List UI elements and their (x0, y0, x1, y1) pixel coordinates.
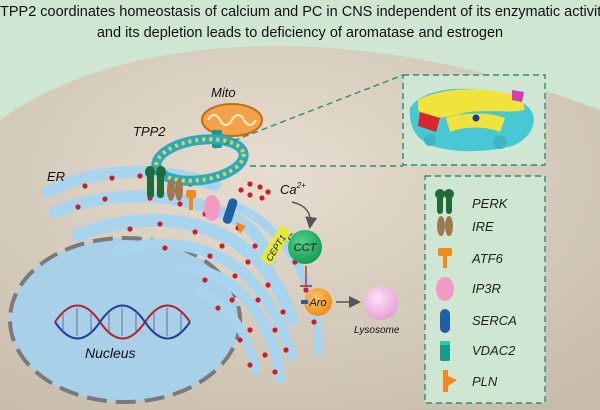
ip3r-protein (204, 195, 220, 221)
legend: PERK IRE ATF6 IP3R SERCA VDA (435, 189, 517, 392)
ire-protein (167, 179, 183, 201)
svg-text:IRE: IRE (472, 219, 494, 234)
atf6-protein (186, 190, 196, 210)
er-label: ER (47, 169, 65, 184)
aro-label: Aro (308, 297, 326, 309)
svg-text:SERCA: SERCA (472, 313, 517, 328)
lysosome (364, 286, 398, 320)
pln-protein (236, 222, 246, 234)
pln-icon (443, 370, 457, 392)
calcium-to-cct-arrow (291, 201, 318, 229)
tpp2-structure-image (409, 88, 534, 152)
calcium-label: Ca2+ (280, 181, 306, 197)
legend-item-pln: PLN (443, 370, 498, 392)
perk-icon (435, 189, 454, 214)
title-line-2: and its depletion leads to deficiency of… (96, 25, 504, 41)
nucleus-label: Nucleus (85, 345, 136, 361)
legend-item-vdac2: VDAC2 (440, 341, 516, 361)
svg-text:PLN: PLN (472, 374, 498, 389)
lysosome-label: Lysosome (354, 325, 400, 336)
legend-item-serca: SERCA (440, 309, 517, 333)
svg-text:VDAC2: VDAC2 (472, 343, 516, 358)
ire-icon (437, 216, 453, 236)
atf6-icon (438, 248, 452, 268)
mito-label: Mito (211, 85, 236, 100)
legend-item-ip3r: IP3R (436, 277, 501, 301)
cytosol-calcium-dots (238, 181, 271, 201)
legend-item-atf6: ATF6 (438, 248, 504, 268)
svg-text:PERK: PERK (472, 196, 509, 211)
cct-label: CCT (294, 242, 318, 254)
mitochondrion (201, 103, 263, 137)
svg-text:ATF6: ATF6 (471, 251, 504, 266)
figure-title: TPP2 coordinates homeostasis of calcium … (0, 2, 600, 44)
svg-text:IP3R: IP3R (472, 281, 501, 296)
endoplasmic-reticulum (42, 165, 324, 384)
legend-item-perk: PERK (435, 189, 509, 214)
tpp2-complex (151, 134, 249, 186)
tpp2-label: TPP2 (133, 124, 166, 139)
title-line-1: TPP2 coordinates homeostasis of calcium … (0, 4, 600, 20)
serca-icon (440, 309, 450, 333)
cct-enzyme (288, 230, 322, 264)
nucleus (8, 236, 242, 404)
perk-protein (145, 166, 166, 198)
aro-anchor (301, 300, 308, 304)
ip3r-icon (436, 277, 454, 301)
zoom-connector-lines (214, 74, 404, 167)
vdac2-icon (440, 341, 450, 361)
dna-helix-icon (54, 304, 191, 340)
serca-protein (222, 198, 238, 224)
legend-item-ire: IRE (437, 216, 494, 236)
aromatase-enzyme (304, 288, 332, 316)
